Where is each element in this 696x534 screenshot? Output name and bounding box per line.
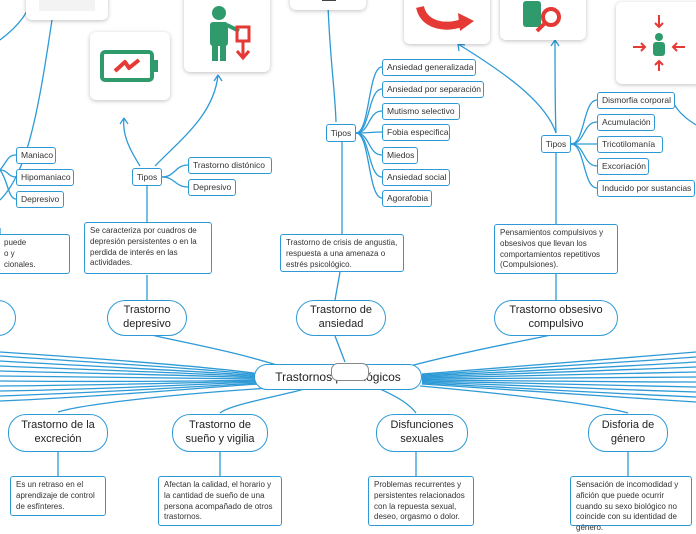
type-item[interactable]: Maniaco	[16, 147, 56, 164]
type-item[interactable]: Ansiedad por separación	[382, 81, 484, 98]
type-item[interactable]: Ansiedad generalizada	[382, 59, 476, 76]
branch-title-sueno[interactable]: Trastorno de sueño y vigilia	[172, 414, 268, 452]
types-node-toc[interactable]: Tipos	[541, 135, 571, 153]
type-item[interactable]: Inducido por sustancias	[597, 180, 695, 197]
branch-title-depresivo[interactable]: Trastorno depresivo	[107, 300, 187, 336]
type-item[interactable]: Depresivo	[188, 179, 236, 196]
type-item[interactable]: Depresivo	[16, 191, 64, 208]
person-trash-icon	[210, 6, 251, 61]
image-card-person-search	[500, 0, 586, 40]
branch-title-ansiedad[interactable]: Trastorno de ansiedad	[296, 300, 386, 336]
branch-title-sexuales[interactable]: Disfunciones sexuales	[376, 414, 468, 452]
branch-description-depresivo[interactable]: Se caracteriza por cuadros de depresión …	[84, 222, 212, 274]
branch-description-excrecion[interactable]: Es un retraso en el aprendizaje de contr…	[10, 476, 106, 516]
blank-icon	[322, 0, 336, 1]
description-fragment: cionales.	[4, 259, 36, 269]
type-item[interactable]: Fobia especifica	[382, 124, 450, 141]
branch-description-ansiedad[interactable]: Trastorno de crisis de angustia, respues…	[280, 234, 404, 272]
type-item[interactable]: Excoriación	[597, 158, 649, 175]
types-node-ansiedad[interactable]: Tipos	[326, 124, 356, 142]
type-item[interactable]: Dismorfia corporal	[597, 92, 675, 109]
type-item[interactable]: Hipomaniaco	[16, 169, 74, 186]
description-fragment: o y	[4, 248, 15, 258]
arrow-curve-icon	[416, 5, 474, 31]
branch-description-toc[interactable]: Pensamientos compulsivos y obsesivos que…	[494, 224, 618, 274]
image-card-arrow	[404, 0, 490, 44]
types-node-depresivo[interactable]: Tipos	[132, 168, 162, 186]
image-card-person-compress	[616, 2, 696, 84]
battery-low-icon	[100, 50, 158, 82]
branch-title-excrecion[interactable]: Trastorno de la excreción	[8, 414, 108, 452]
type-item[interactable]: Acumulación	[597, 114, 655, 131]
branch-title-genero[interactable]: Disforia de género	[588, 414, 668, 452]
type-item[interactable]: Agorafobia	[382, 190, 432, 207]
branch-description-sexuales[interactable]: Problemas recurrentes y persistentes rel…	[368, 476, 474, 526]
type-item[interactable]: Miedos	[382, 147, 418, 164]
person-compress-icon	[633, 15, 685, 71]
type-item[interactable]: Trastorno distónico	[188, 157, 272, 174]
type-item[interactable]: Tricotilomanía	[597, 136, 663, 153]
image-card-top-left	[26, 0, 108, 20]
image-card-top-center	[290, 0, 366, 10]
branch-description-sueno[interactable]: Afectan la calidad, el horario y la cant…	[158, 476, 282, 526]
person-search-icon	[523, 1, 561, 33]
connector-lines	[0, 0, 696, 478]
branch-description-genero[interactable]: Sensación de incomodidad y afición que p…	[570, 476, 692, 532]
image-card-person-trash	[184, 0, 270, 72]
left-partial-description[interactable]: puede o y cionales.	[0, 234, 70, 274]
type-item[interactable]: Mutismo selectivo	[382, 103, 460, 120]
image-card-battery	[90, 32, 170, 100]
blank-icon	[39, 0, 95, 11]
overlay-box	[331, 363, 369, 381]
description-fragment: puede	[4, 238, 27, 247]
type-item[interactable]: Ansiedad social	[382, 169, 450, 186]
branch-title-toc[interactable]: Trastorno obsesivo compulsivo	[494, 300, 618, 336]
